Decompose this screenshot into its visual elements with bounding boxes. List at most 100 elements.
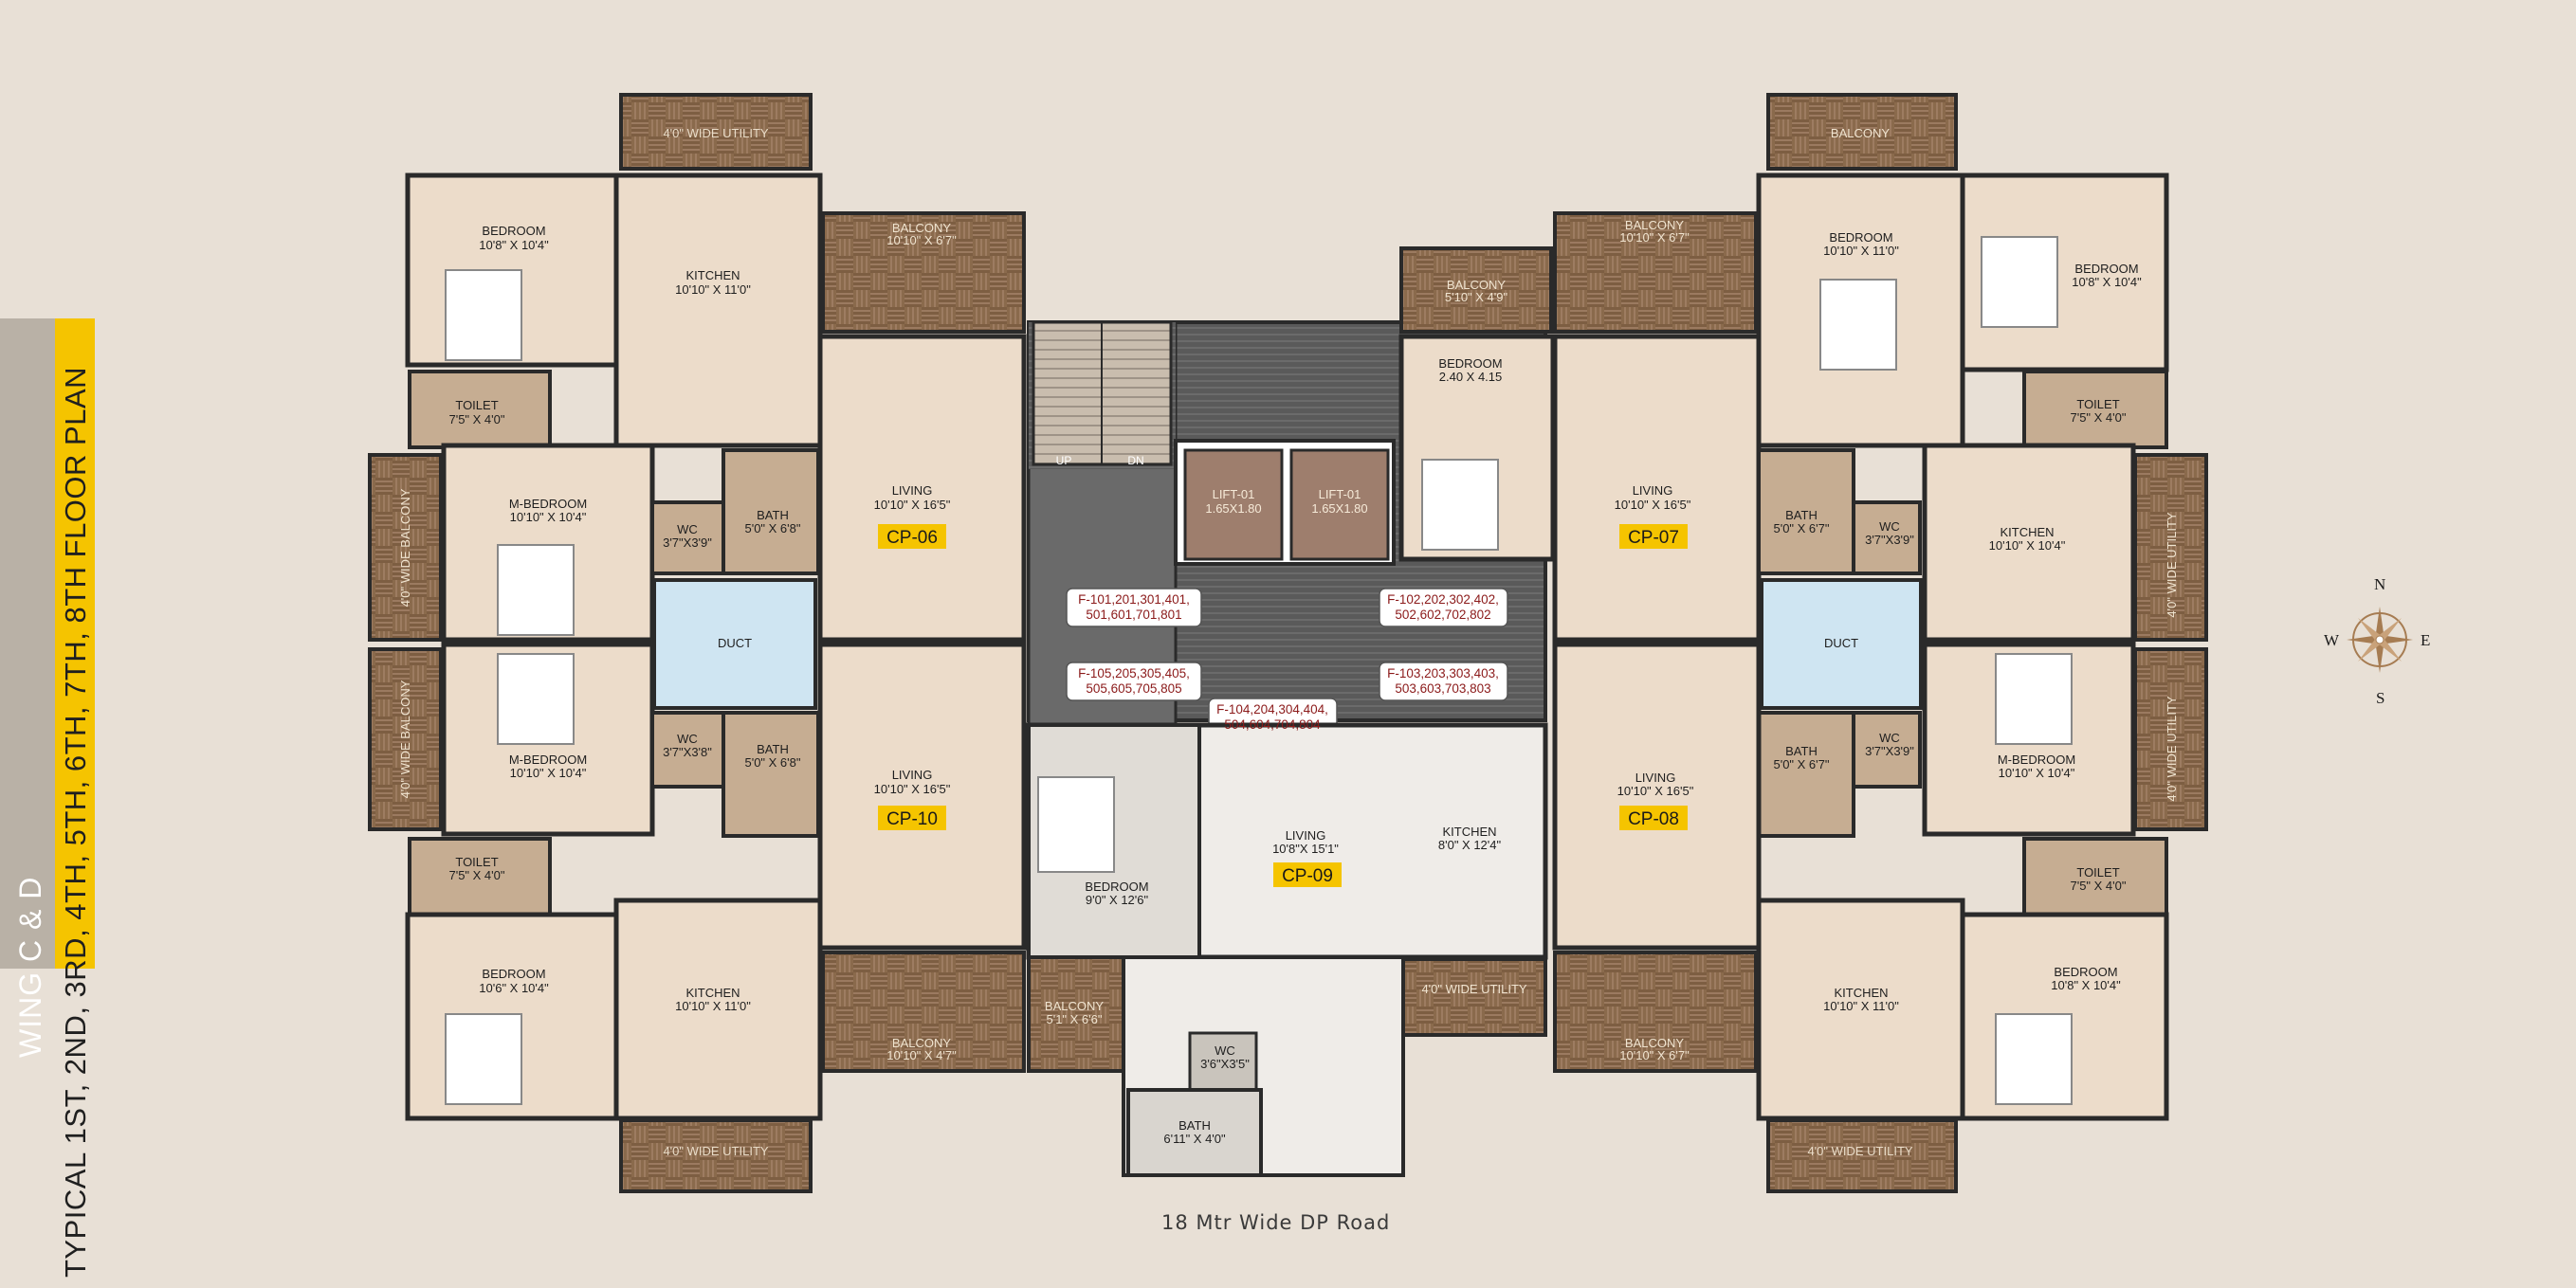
bl-wc-name: WC (677, 732, 698, 746)
tr-balcony2-size: 10'10" X 6'7" (1619, 230, 1690, 245)
stairs-up-label: UP (1056, 454, 1072, 467)
tr-wide-utility: 4'0" WIDE UTILITY (2165, 512, 2179, 617)
flat-c-line1: F-104,204,304,404, (1216, 702, 1328, 717)
banner-yellow-band (55, 318, 95, 969)
duct-left: DUCT (718, 636, 752, 650)
c-wc-name: WC (1215, 1043, 1235, 1058)
flat-tl-line1: F-101,201,301,401, (1078, 592, 1190, 607)
br-mbed-name: M-BEDROOM (1998, 753, 2075, 767)
compass-east: E (2421, 631, 2431, 649)
bl-bath-size: 5'0" X 6'8" (744, 755, 800, 770)
compass-rose-icon (2347, 607, 2413, 673)
tr-balcony-small-name: BALCONY (1447, 278, 1506, 292)
tl-wide-balcony: 4'0" WIDE BALCONY (398, 488, 412, 607)
tr-toilet-name: TOILET (2076, 397, 2119, 411)
bl-kitchen-size: 10'10" X 11'0" (675, 999, 751, 1013)
tr-bedroom-name: BEDROOM (1829, 230, 1892, 245)
br-living-size: 10'10" X 16'5" (1617, 784, 1694, 798)
tl-bedroom-name: BEDROOM (482, 224, 545, 238)
tr-bedroom-small-name: BEDROOM (1438, 356, 1502, 371)
tl-wc-size: 3'7"X3'9" (663, 535, 712, 550)
compass-north: N (2374, 575, 2386, 593)
bl-toilet-name: TOILET (455, 855, 498, 869)
tr-bath-size: 5'0" X 6'7" (1773, 521, 1829, 535)
unit-badge-cp10: CP-10 (886, 809, 938, 829)
tl-balcony-size: 10'10" X 6'7" (886, 233, 957, 247)
c-bath-size: 6'11" X 4'0" (1163, 1132, 1226, 1146)
tr-living-size: 10'10" X 16'5" (1615, 498, 1691, 512)
bl-mbed-name: M-BEDROOM (509, 753, 587, 767)
br-living-name: LIVING (1635, 771, 1676, 785)
tl-kitchen-name: KITCHEN (685, 268, 740, 282)
flat-tr-line1: F-102,202,302,402, (1387, 592, 1499, 607)
bl-mbed-size: 10'10" X 10'4" (510, 766, 587, 780)
c-bedroom-size: 9'0" X 12'6" (1086, 893, 1149, 907)
tr-balcony-small-size: 5'10" X 4'9" (1445, 290, 1508, 304)
compass-west: W (2324, 631, 2340, 649)
c-balcony-size: 5'1" X 6'6" (1046, 1012, 1102, 1026)
compass-south: S (2376, 689, 2385, 707)
side-banner: WING C & D TYPICAL 1ST, 2ND, 3RD, 4TH, 5… (0, 318, 95, 1278)
tr-bedroom2-name: BEDROOM (2074, 262, 2138, 276)
c-kitchen-name: KITCHEN (1442, 825, 1496, 839)
bl-utility-label: 4'0" WIDE UTILITY (663, 1144, 768, 1158)
bl-balcony-name: BALCONY (892, 1036, 951, 1050)
br-mbed-size: 10'10" X 10'4" (1999, 766, 2075, 780)
br-bedroom-size: 10'8" X 10'4" (2051, 978, 2121, 992)
tl-living-name: LIVING (892, 483, 933, 498)
tr-wc-name: WC (1879, 519, 1900, 534)
tl-bath-name: BATH (757, 508, 789, 522)
br-toilet-name: TOILET (2076, 865, 2119, 880)
duct-right: DUCT (1824, 636, 1858, 650)
lift1-size: 1.65X1.80 (1205, 501, 1261, 516)
br-wc-name: WC (1879, 731, 1900, 745)
flat-ml-line1: F-105,205,305,405, (1078, 666, 1190, 680)
tl-wc-name: WC (677, 522, 698, 536)
bl-living-size: 10'10" X 16'5" (874, 782, 951, 796)
c-living-name: LIVING (1286, 828, 1326, 843)
bl-bedroom-size: 10'6" X 10'4" (479, 981, 549, 995)
central-core (1026, 320, 1548, 1177)
tr-kitchen-size: 10'10" X 10'4" (1989, 538, 2066, 553)
tl-mbed-name: M-BEDROOM (509, 497, 587, 511)
tr-wc-size: 3'7"X3'9" (1865, 533, 1914, 547)
tr-bedroom-size: 10'10" X 11'0" (1823, 244, 1899, 258)
flat-tr-line2: 502,602,702,802 (1395, 608, 1490, 622)
tl-balcony-name: BALCONY (892, 221, 951, 235)
bl-living-name: LIVING (892, 768, 933, 782)
flat-mr-line1: F-103,203,303,403, (1387, 666, 1499, 680)
br-wide-utility-side: 4'0" WIDE UTILITY (2165, 696, 2179, 801)
br-utility-label: 4'0" WIDE UTILITY (1807, 1144, 1912, 1158)
lift2-size: 1.65X1.80 (1311, 501, 1367, 516)
flat-mr-line2: 503,603,703,803 (1395, 681, 1490, 696)
br-kitchen-size: 10'10" X 11'0" (1823, 999, 1899, 1013)
bl-bedroom-name: BEDROOM (482, 967, 545, 981)
tl-utility-label: 4'0" WIDE UTILITY (663, 126, 768, 140)
tr-balcony2-name: BALCONY (1625, 218, 1684, 232)
tl-kitchen-size: 10'10" X 11'0" (675, 282, 751, 297)
banner-grey-band (0, 318, 55, 969)
c-kitchen-size: 8'0" X 12'4" (1438, 838, 1502, 852)
compass: N S E W (2324, 573, 2432, 707)
tr-bedroom-small-size: 2.40 X 4.15 (1439, 370, 1503, 384)
tl-bath-size: 5'0" X 6'8" (744, 521, 800, 535)
br-kitchen-name: KITCHEN (1834, 986, 1888, 1000)
bl-wc-size: 3'7"X3'8" (663, 745, 712, 759)
c-utility-label: 4'0" WIDE UTILITY (1421, 982, 1526, 996)
road-label: 18 Mtr Wide DP Road (1161, 1211, 1391, 1234)
unit-badge-cp07: CP-07 (1628, 528, 1679, 548)
flat-c-line2: 504,604,704,804 (1224, 717, 1321, 732)
br-bath-name: BATH (1785, 744, 1818, 758)
unit-badge-cp09: CP-09 (1282, 866, 1333, 886)
tl-toilet-name: TOILET (455, 398, 498, 412)
tr-top-balcony: BALCONY (1831, 126, 1890, 140)
bl-bath-name: BATH (757, 742, 789, 756)
c-bath-name: BATH (1178, 1118, 1211, 1133)
bl-balcony-size: 10'10" X 4'7" (886, 1048, 957, 1062)
br-balcony-name: BALCONY (1625, 1036, 1684, 1050)
tl-mbed-size: 10'10" X 10'4" (510, 510, 587, 524)
tr-toilet-size: 7'5" X 4'0" (2070, 410, 2126, 425)
bl-kitchen-name: KITCHEN (685, 986, 740, 1000)
tr-living-name: LIVING (1633, 483, 1673, 498)
